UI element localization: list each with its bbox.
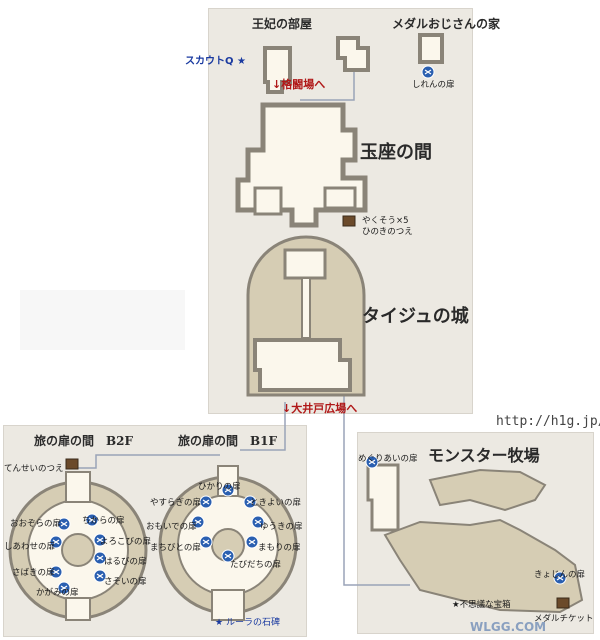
treasure-chest-icon [65,458,79,470]
chest-icons [65,215,570,609]
star-icon: ★ [237,56,246,67]
kyojin-door-label: きょじんの扉 [534,570,586,580]
b1f-door-label: たびだちの扉 [230,560,282,570]
fushigi-treasure-label: ★不思議な宝箱 [452,600,511,610]
b2f-door-label: ちからの扉 [82,516,125,526]
watermark: http://h1g.jp/ [496,414,600,429]
chest-contents-2: ひのきのつえ [362,227,413,237]
door-icon [199,495,213,509]
path-tensei-to-b2f [78,454,220,469]
door-icon [49,565,63,579]
door-icon [191,515,205,529]
throne-room-map [235,102,368,228]
arena-exit[interactable]: ↓格闘場へ [272,76,325,92]
b1f-door-label: ひかりの扉 [198,482,241,492]
taiju-castle-title: タイジュの城 [362,306,469,327]
door-icon [49,535,63,549]
door-icon [93,533,107,547]
b1f-door-label: おもいでの扉 [146,522,197,532]
well-exit-label: 大井戸広場へ [291,402,358,415]
door-icon [245,535,259,549]
door-icon [221,483,235,497]
well-exit[interactable]: ↓大井戸広場へ [282,400,357,416]
door-icon [553,571,567,585]
b2f-door-label: しあわせの扉 [4,542,56,552]
door-icon [251,515,265,529]
b2f-door-label: さそいの扉 [104,577,147,587]
b1f-door-label: ゆうきの扉 [260,522,303,532]
tensei-staff-label: てんせいのつえ [4,464,64,474]
medal-house-map [336,33,444,72]
site-logo: WLGG.COM [470,620,547,634]
monster-farm-map [366,463,584,614]
b1f-door-label: まもりの扉 [258,543,301,553]
b2f-door-label: おおぞらの扉 [10,519,62,529]
star-icon: ★ [452,600,460,610]
arena-exit-label: 格闘場へ [281,78,326,91]
tabi-b2f-title: 旅の扉の間 B2F [34,434,134,448]
b1f-door-label: やすらぎの扉 [150,498,202,508]
door-icon [365,455,379,469]
door-icon [57,517,71,531]
treasure-chest-icon [342,215,356,227]
blank-area [20,290,185,350]
path-medal-to-throne [300,68,355,101]
door-icons [49,65,567,595]
door-icon [57,581,71,595]
door-icon [221,549,235,563]
b2f-door-label: さばきの扉 [12,568,55,578]
door-icon [93,551,107,565]
medal-house-title: メダルおじさんの家 [392,17,501,31]
star-icon: ★ [215,618,224,628]
meguriai-door-label: めぐりあいの扉 [358,454,418,464]
treasure-chest-icon [556,597,570,609]
door-icon [85,513,99,527]
b2f-door-label: よろこびの扉 [100,537,152,547]
shiren-door-label: しれんの扉 [412,80,455,90]
door-icon [93,569,107,583]
scout-q-label: スカウトQ ★ [185,56,246,67]
path-castle-to-tabi [240,402,286,451]
b2f-door-label: はるびの扉 [104,557,147,567]
path-castle-to-farm [343,355,410,586]
b2f-door-label: かがみの扉 [36,588,79,598]
throne-room-title: 玉座の間 [360,142,432,163]
queen-room-title: 王妃の部屋 [252,17,313,31]
exit-arrow-icon: ↓ [282,402,292,415]
door-icon [243,495,257,509]
queen-room-map [263,46,292,94]
door-icon [421,65,435,79]
taiju-castle-map [246,235,366,397]
b1f-door-label: ときよいの扉 [250,498,302,508]
medal-ticket-label: メダルチケット [534,614,594,624]
tabi-b1f-title: 旅の扉の間 B1F [178,434,278,448]
b1f-door-label: まちびとの扉 [150,543,201,553]
chest-contents-1: やくそう×5 [362,216,409,226]
connection-lines [78,68,410,586]
exit-arrow-icon: ↓ [272,78,282,91]
monster-farm-title: モンスター牧場 [428,446,540,465]
door-icon [199,535,213,549]
rura-stone-label: ★ ルーラの石碑 [215,618,280,628]
